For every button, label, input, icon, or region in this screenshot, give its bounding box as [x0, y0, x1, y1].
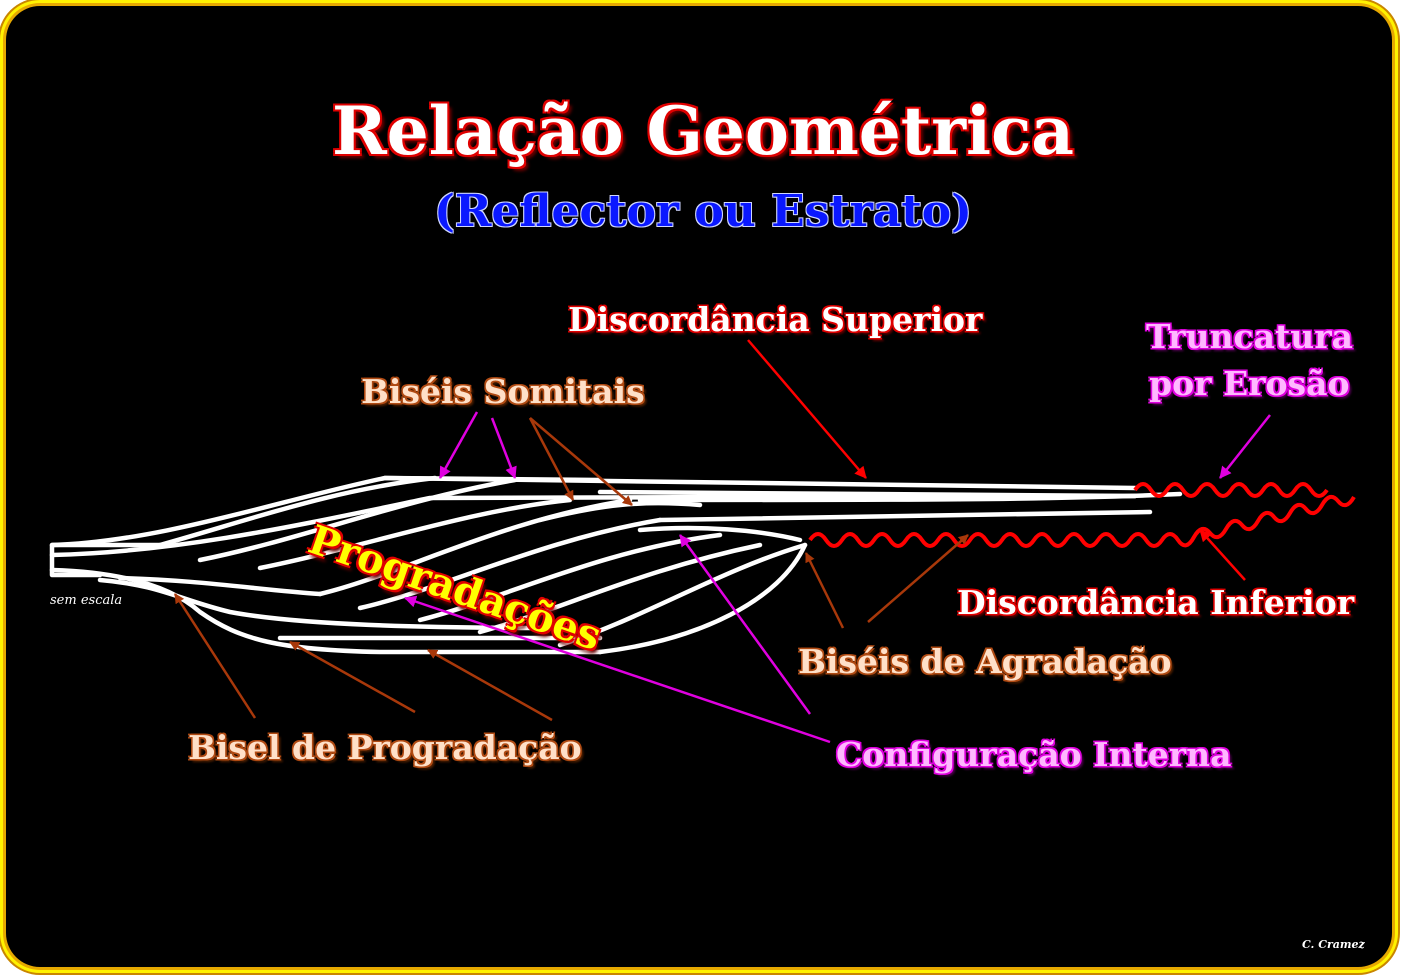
label-truncatura-line2: por Erosão — [1149, 364, 1350, 403]
topset-4 — [657, 509, 1153, 523]
unconformities — [808, 482, 1356, 548]
clinoform-7 — [477, 542, 763, 635]
label-discordancia-inferior: Discordância Inferior — [957, 583, 1355, 622]
page-title: Relação Geométrica — [331, 92, 1075, 170]
base-2 — [97, 577, 563, 631]
clinoform-3 — [257, 497, 573, 571]
clinoform-5 — [357, 517, 663, 611]
label-bisel-progradacao: Bisel de Progradação — [188, 728, 582, 767]
label-biseis-somitais: Biséis Somitais — [361, 372, 645, 411]
red-arrows — [747, 339, 1246, 581]
clinoform-9 — [597, 542, 808, 655]
magenta-arrows — [404, 411, 1271, 744]
base-3 — [117, 575, 323, 597]
topset-2 — [597, 489, 1138, 499]
label-truncatura-line1: Truncatura — [1146, 317, 1354, 356]
clinoform-1 — [157, 475, 438, 548]
lower-unconformity — [808, 494, 1356, 548]
truncation-unconformity — [1133, 482, 1329, 498]
upper-reflector-2 — [49, 493, 1138, 558]
clinoform-6 — [417, 532, 723, 623]
clinoform-2 — [197, 477, 518, 563]
reflectors — [49, 475, 1183, 655]
brown-arrows — [173, 417, 969, 722]
upper-reflector — [49, 475, 1138, 548]
label-biseis-agradacao: Biséis de Agradação — [798, 642, 1172, 681]
topset-3 — [637, 491, 1183, 503]
page-subtitle: (Reflector ou Estrato) — [434, 186, 972, 237]
diagram-frame — [6, 6, 1392, 967]
label-configuracao-interna: Configuração Interna — [836, 735, 1232, 774]
clinoform-10 — [637, 525, 803, 543]
label-sem-escala: sem escala — [50, 593, 123, 608]
clinoform-8 — [557, 542, 808, 648]
author-credit: C. Cramez — [1302, 938, 1365, 951]
basal-reflector — [49, 567, 603, 655]
clinoform-11 — [537, 500, 703, 523]
label-discordancia-superior: Discordância Superior — [568, 300, 983, 339]
